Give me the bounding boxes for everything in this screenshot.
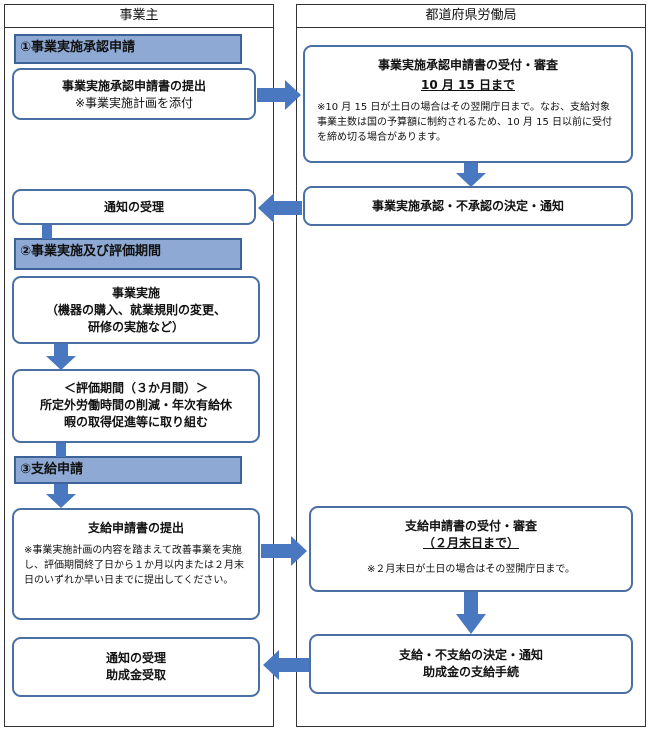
box-payment-application-review-note: ※２月末日が土日の場合はその翌開庁日まで。 bbox=[367, 564, 575, 575]
lane-employer-header: 事業主 bbox=[5, 5, 273, 28]
box-payment-application-submit-title: 支給申請書の提出 bbox=[87, 521, 184, 535]
box-approval-application-review-deadline: 10 月 15 日まで bbox=[421, 78, 515, 92]
box-evaluation-period: ＜評価期間（３か月間）＞ 所定外労働時間の削減・年次有給休 暇の取得促進等に取り… bbox=[12, 369, 260, 443]
lane-labor-bureau-header: 都道府県労働局 bbox=[297, 5, 645, 28]
section-implementation-evaluation: ②事業実施及び評価期間 bbox=[14, 238, 242, 270]
box-implementation-detail-1: （機器の購入、就業規則の変更、 bbox=[45, 303, 226, 317]
arrow-payment-decision-to-receive bbox=[263, 650, 309, 680]
arrow-payment-submit-to-review bbox=[261, 536, 307, 566]
box-evaluation-period-detail-2: 暇の取得促進等に取り組む bbox=[63, 415, 208, 429]
box-final-notice-receive-line1: 通知の受理 bbox=[105, 651, 166, 665]
box-notice-receive: 通知の受理 bbox=[12, 189, 256, 225]
box-payment-decision-line1: 支給・不支給の決定・通知 bbox=[398, 648, 543, 662]
box-approval-application-review-note: ※10 月 15 日が土日の場合はその翌開庁日まで。なお、支給対象事業主数は国の… bbox=[317, 102, 612, 143]
arrow-evaluation-to-section3 bbox=[56, 443, 66, 457]
box-payment-application-submit: 支給申請書の提出 ※事業実施計画の内容を踏まえて改善事業を実施し、評価期間終了日… bbox=[12, 508, 260, 620]
box-approval-application-submit-note: ※事業実施計画を添付 bbox=[74, 96, 194, 110]
arrow-decision-to-notice bbox=[258, 193, 302, 223]
box-approval-application-review-title: 事業実施承認申請書の受付・審査 bbox=[377, 58, 558, 72]
arrow-implementation-to-evaluation bbox=[46, 344, 76, 370]
box-notice-receive-label: 通知の受理 bbox=[103, 200, 164, 214]
box-implementation-title: 事業実施 bbox=[111, 286, 160, 300]
box-approval-application-review: 事業実施承認申請書の受付・審査 10 月 15 日まで ※10 月 15 日が土… bbox=[303, 45, 633, 163]
arrow-payment-review-to-decision bbox=[456, 592, 486, 634]
box-approval-decision: 事業実施承認・不承認の決定・通知 bbox=[303, 186, 633, 226]
box-approval-application-submit-title: 事業実施承認申請書の提出 bbox=[61, 79, 206, 93]
box-evaluation-period-detail-1: 所定外労働時間の削減・年次有給休 bbox=[39, 398, 232, 412]
box-payment-application-review-deadline: （２月末日まで） bbox=[422, 536, 519, 550]
arrow-notice-to-section2 bbox=[42, 225, 52, 239]
box-final-notice-receive: 通知の受理 助成金受取 bbox=[12, 637, 260, 697]
box-implementation: 事業実施 （機器の購入、就業規則の変更、 研修の実施など） bbox=[12, 276, 260, 344]
section-payment-application: ③支給申請 bbox=[14, 456, 242, 484]
arrow-review-to-decision bbox=[456, 163, 486, 187]
box-final-notice-receive-line2: 助成金受取 bbox=[105, 668, 166, 682]
arrow-section3-to-payment-submit bbox=[46, 484, 76, 508]
box-implementation-detail-2: 研修の実施など） bbox=[87, 320, 184, 334]
box-approval-decision-label: 事業実施承認・不承認の決定・通知 bbox=[371, 199, 564, 213]
box-approval-application-submit: 事業実施承認申請書の提出 ※事業実施計画を添付 bbox=[12, 68, 256, 120]
box-payment-application-submit-note: ※事業実施計画の内容を踏まえて改善事業を実施し、評価期間終了日から１か月以内また… bbox=[24, 545, 244, 586]
box-payment-decision-line2: 助成金の支給手続 bbox=[422, 665, 519, 679]
arrow-submit-to-review bbox=[257, 80, 301, 110]
box-payment-decision: 支給・不支給の決定・通知 助成金の支給手続 bbox=[309, 634, 633, 694]
box-payment-application-review-title: 支給申請書の受付・審査 bbox=[404, 519, 537, 533]
section-approval-application: ①事業実施承認申請 bbox=[14, 34, 242, 64]
box-evaluation-period-title: ＜評価期間（３か月間）＞ bbox=[63, 381, 208, 395]
box-payment-application-review: 支給申請書の受付・審査 （２月末日まで） ※２月末日が土日の場合はその翌開庁日ま… bbox=[309, 506, 633, 592]
